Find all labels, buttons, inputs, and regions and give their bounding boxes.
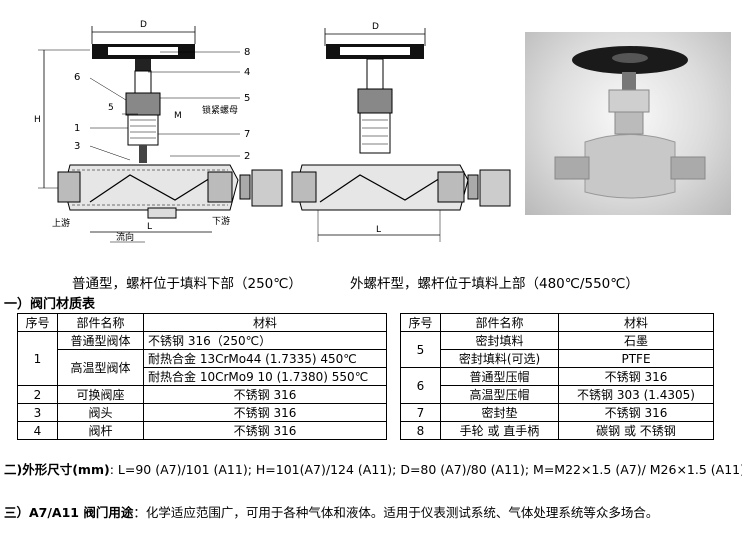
- part-label-5: 5: [244, 93, 250, 104]
- header-no: 序号: [400, 313, 441, 332]
- row-no: 8: [400, 421, 441, 440]
- part-name: 阀杆: [57, 421, 144, 440]
- part-name: 高温型压帽: [440, 385, 559, 404]
- table-row: 高温型压帽 不锈钢 303 (1.4305): [401, 385, 714, 404]
- part-label-7: 7: [244, 129, 250, 140]
- row-no: 2: [17, 385, 58, 404]
- material: 不锈钢 316: [143, 403, 387, 422]
- table-row: 6 普通型压帽 不锈钢 316: [400, 367, 714, 404]
- table-header-row: 序号 部件名称 材料: [17, 313, 387, 332]
- material: 不锈钢 316: [558, 403, 714, 422]
- material: 耐热合金 13CrMo44 (1.7335) 450℃: [143, 349, 387, 368]
- material: 不锈钢 316: [558, 367, 714, 386]
- dim-l-label-right: L: [376, 225, 381, 235]
- row-no: 3: [17, 403, 58, 422]
- part-label-8: 8: [244, 47, 250, 58]
- header-material: 材料: [143, 313, 387, 332]
- row-no: 5: [400, 331, 441, 368]
- part-label-6: 6: [74, 72, 80, 83]
- material: 不锈钢 316: [143, 385, 387, 404]
- material: PTFE: [558, 349, 714, 368]
- caption-external: 外螺杆型，螺杆位于填料上部（480℃/550℃）: [350, 276, 639, 292]
- table-row: 密封填料(可选) PTFE: [401, 349, 714, 368]
- part-name: 密封垫: [440, 403, 559, 422]
- header-no: 序号: [17, 313, 58, 332]
- table-row: 2 可换阀座 不锈钢 316: [17, 385, 387, 404]
- part-name: 阀头: [57, 403, 144, 422]
- part-name: 高温型阀体: [57, 349, 144, 386]
- row-no: 7: [400, 403, 441, 422]
- table-row: 5 密封填料 石墨: [400, 331, 714, 368]
- header-material: 材料: [558, 313, 714, 332]
- flow-label: 流向: [116, 231, 134, 243]
- material: 石墨: [558, 331, 714, 350]
- table-row: 1 普通型阀体 不锈钢 316（250℃）: [17, 331, 387, 386]
- material: 不锈钢 316（250℃）: [143, 331, 387, 350]
- table-header-row: 序号 部件名称 材料: [400, 313, 714, 332]
- caption-normal: 普通型，螺杆位于填料下部（250℃）: [72, 276, 302, 292]
- dim-d-label-right: D: [372, 22, 379, 32]
- part-name: 密封填料: [440, 331, 559, 350]
- material: 耐热合金 10CrMo9 10 (1.7380) 550℃: [143, 367, 387, 386]
- dim-h-label: H: [34, 115, 41, 125]
- valve-photo: [525, 32, 731, 215]
- table-row: 高温型阀体 耐热合金 13CrMo44 (1.7335) 450℃: [18, 349, 387, 386]
- part-label-3: 3: [74, 141, 80, 152]
- section-3-title: 三）A7/A11 阀门用途: [4, 505, 134, 520]
- row-no: 4: [17, 421, 58, 440]
- dim-d-label: D: [140, 20, 147, 30]
- section-drawing-normal: D H L 8 4 5 锁紧螺母 7 2 6 1 3 5 M 上游 下游 流向: [34, 20, 283, 243]
- part-name: 可换阀座: [57, 385, 144, 404]
- dim-l-label: L: [147, 222, 152, 232]
- material-table-left: 序号 部件名称 材料 1 普通型阀体 不锈钢 316（250℃） 高温型阀体 耐…: [17, 313, 387, 440]
- material: 不锈钢 316: [143, 421, 387, 440]
- dim-5-label: 5: [108, 103, 114, 113]
- table-row: 7 密封垫 不锈钢 316: [400, 403, 714, 422]
- row-no: 1: [17, 331, 58, 386]
- section-1-title: 一）阀门材质表: [4, 297, 96, 312]
- table-row: 4 阀杆 不锈钢 316: [17, 421, 387, 440]
- section-drawing-external: D L: [291, 22, 511, 242]
- part-label-2: 2: [244, 151, 250, 162]
- part-label-4: 4: [244, 67, 250, 78]
- row-no: 6: [400, 367, 441, 404]
- header-part: 部件名称: [440, 313, 559, 332]
- material-table-right: 序号 部件名称 材料 5 密封填料 石墨 密封填料(可选) PTFE 6 普通型…: [400, 313, 714, 440]
- dim-m-label: M: [174, 111, 182, 121]
- table-row: 8 手轮 或 直手柄 碳钢 或 不锈钢: [400, 421, 714, 440]
- section-2-line: 二)外形尺寸(mm): L=90 (A7)/101 (A11); H=101(A…: [4, 459, 742, 478]
- table-row: 3 阀头 不锈钢 316: [17, 403, 387, 422]
- part-name: 密封填料(可选): [440, 349, 559, 368]
- material: 不锈钢 303 (1.4305): [558, 385, 714, 404]
- part-name: 手轮 或 直手柄: [440, 421, 559, 440]
- lock-nut-label: 锁紧螺母: [202, 104, 238, 116]
- outlet-label: 下游: [212, 215, 230, 227]
- section-2-title: 二)外形尺寸(mm): [4, 462, 110, 477]
- part-label-1: 1: [74, 123, 80, 134]
- section-3-line: 三）A7/A11 阀门用途：化学适应范围广，可用于各种气体和液体。适用于仪表测试…: [4, 502, 658, 521]
- section-2-text: : L=90 (A7)/101 (A11); H=101(A7)/124 (A1…: [109, 462, 742, 477]
- part-name: 普通型压帽: [440, 367, 559, 386]
- header-part: 部件名称: [57, 313, 144, 332]
- material: 碳钢 或 不锈钢: [558, 421, 714, 440]
- table-row: 耐热合金 10CrMo9 10 (1.7380) 550℃: [18, 367, 387, 386]
- part-name: 普通型阀体: [57, 331, 144, 350]
- inlet-label: 上游: [52, 217, 70, 229]
- section-3-text: ：化学适应范围广，可用于各种气体和液体。适用于仪表测试系统、气体处理系统等众多场…: [133, 505, 659, 520]
